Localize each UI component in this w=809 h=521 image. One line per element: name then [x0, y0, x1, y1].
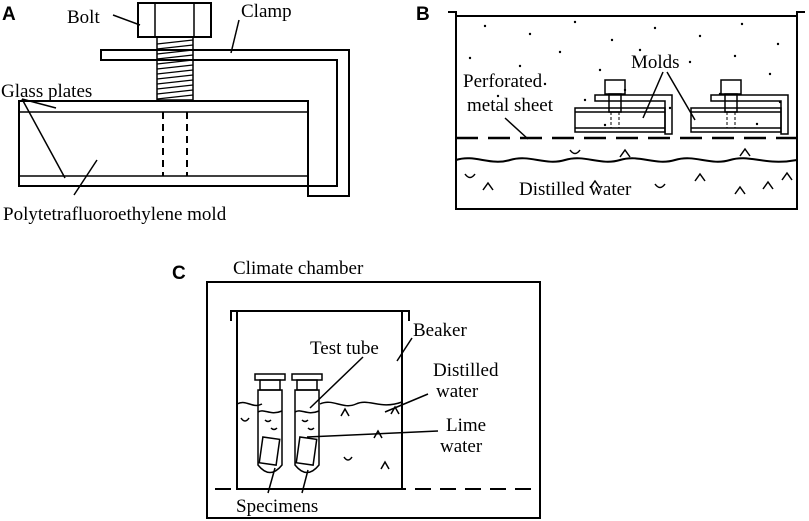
distilled-water-label-b: Distilled water — [519, 179, 632, 200]
molds-leader-right — [666, 71, 696, 121]
perforated-label-line1: Perforated — [463, 71, 543, 92]
test-tube-leader — [309, 356, 364, 409]
beaker-label: Beaker — [413, 320, 467, 341]
mold-label: Polytetrafluoroethylene mold — [3, 204, 227, 225]
panel-c: C Climate chamber Beaker Test tube Disti… — [172, 258, 541, 519]
lime-label-line1: Lime — [446, 415, 486, 436]
beaker-leader — [396, 337, 413, 362]
distilled-leader — [384, 393, 429, 413]
glass-leader-top — [21, 98, 57, 109]
bolt-label: Bolt — [67, 7, 100, 28]
water-surface-b — [455, 157, 798, 163]
specimens-leader-left — [267, 467, 276, 494]
water-surface-c — [236, 401, 403, 407]
distilled-label-line1: Distilled — [433, 360, 499, 381]
bolt-icon — [137, 2, 212, 101]
water-marks-b — [464, 147, 793, 195]
mold-leader — [73, 159, 98, 196]
panel-b: B Perforated metal sheet Molds Distilled… — [416, 4, 805, 210]
molds-label: Molds — [631, 52, 680, 73]
distilled-label-line2: water — [436, 381, 479, 402]
perforated-leader — [504, 117, 529, 140]
specimens-leader-right — [301, 469, 309, 494]
clamp-frame — [100, 49, 350, 197]
panel-b-letter: B — [416, 4, 430, 25]
clamp-leader — [230, 19, 240, 54]
chamber-label: Climate chamber — [233, 258, 364, 279]
specimens-label: Specimens — [236, 496, 318, 517]
clamp-label: Clamp — [241, 1, 292, 22]
test-tube-label: Test tube — [310, 338, 379, 359]
molds-icon — [574, 79, 789, 135]
panel-a: A Bolt Clamp Glass plates Polyte — [1, 1, 350, 225]
lime-leader — [306, 430, 439, 438]
panel-a-letter: A — [2, 4, 16, 25]
perforated-label-line2: metal sheet — [467, 95, 554, 116]
water-tank — [448, 11, 805, 210]
panel-c-letter: C — [172, 263, 186, 284]
climate-chamber — [206, 281, 541, 519]
lime-label-line2: water — [440, 436, 483, 457]
molds-leader-left — [642, 71, 664, 119]
test-tubes — [254, 373, 323, 474]
glass-plates-label: Glass plates — [1, 81, 92, 102]
water-marks-c — [240, 405, 400, 470]
glass-leader-bottom — [21, 98, 66, 179]
bolt-leader — [112, 14, 141, 26]
ptfe-mold — [18, 100, 309, 187]
